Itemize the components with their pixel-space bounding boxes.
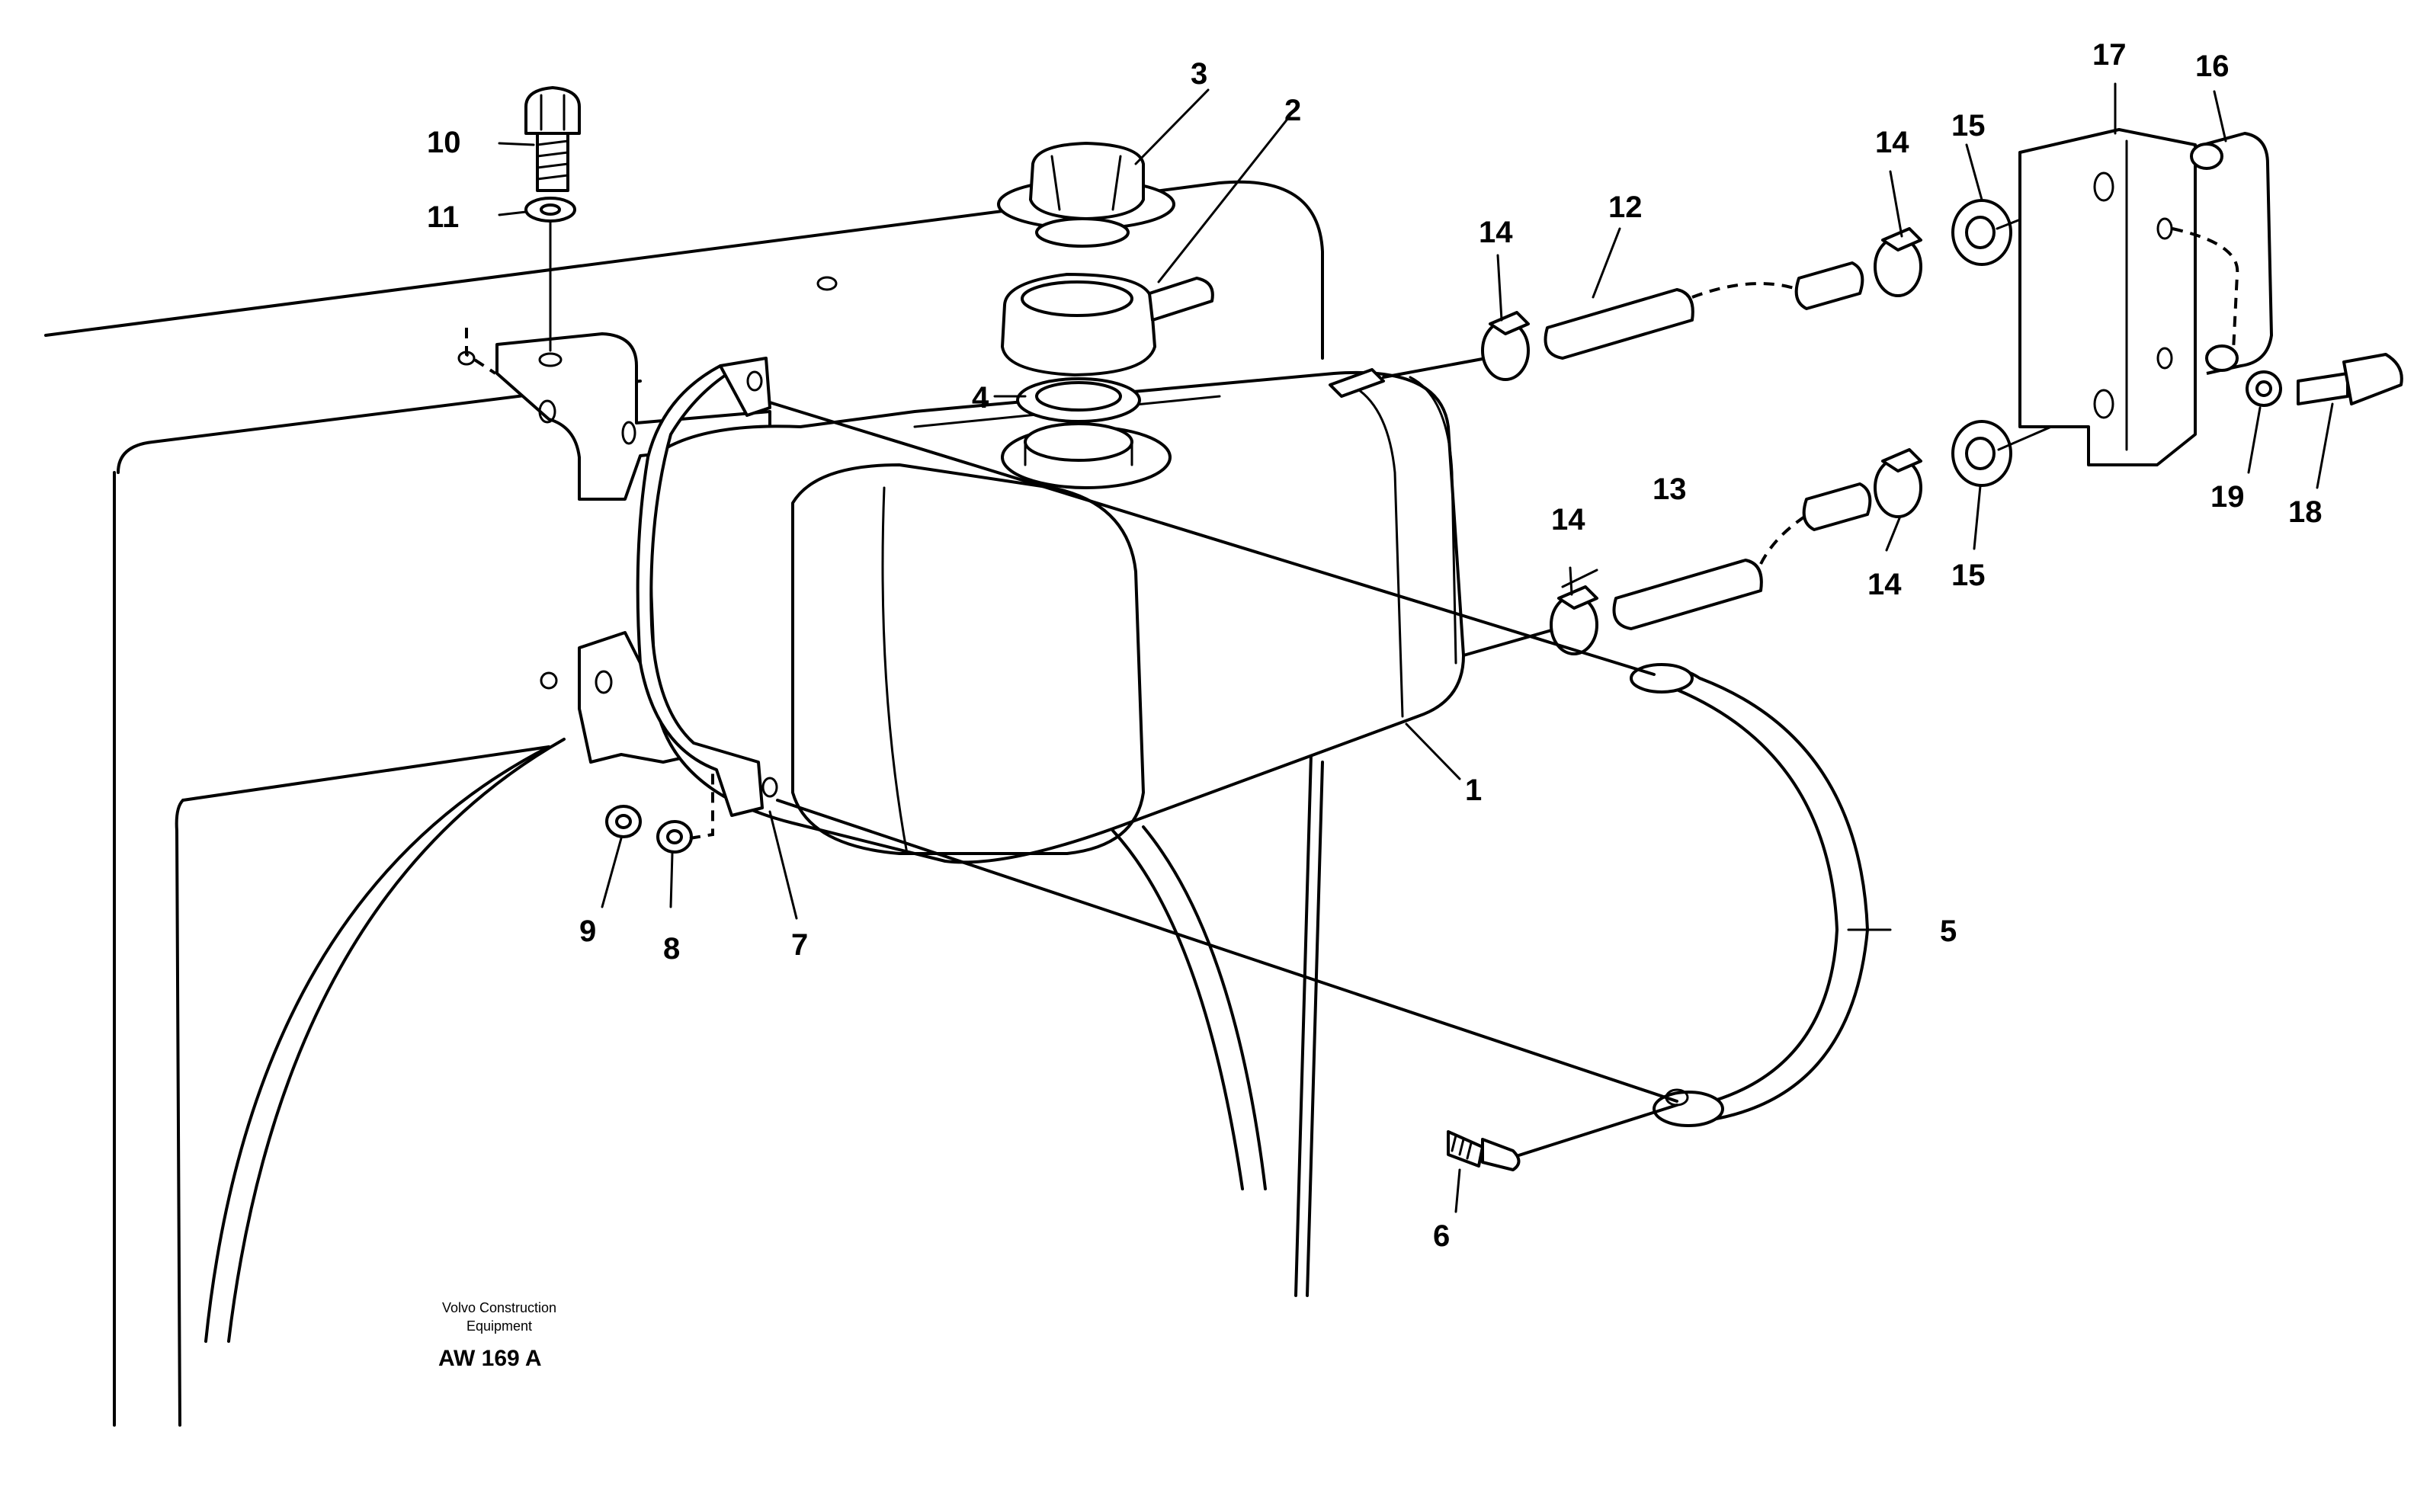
caption-company-line-1: Volvo Construction: [442, 1300, 556, 1315]
callout-1: 1: [1465, 774, 1482, 807]
callout-15-a: 15: [1951, 109, 1986, 143]
filler-cap: [997, 142, 1175, 248]
callout-3: 3: [1191, 57, 1207, 91]
callout-14-c: 14: [1875, 126, 1909, 159]
strap-bracket: [636, 357, 778, 817]
callout-12: 12: [1608, 191, 1643, 224]
bolt-and-washer-top: [465, 86, 581, 375]
callout-6: 6: [1433, 1219, 1450, 1253]
bent-pipe: [2172, 132, 2273, 375]
callout-5: 5: [1940, 915, 1957, 948]
caption-company-line-2: Equipment: [466, 1318, 532, 1334]
lower-hose-assembly: [1550, 448, 1922, 655]
leader-lines: [498, 82, 2334, 1213]
upper-hose-assembly: [1481, 227, 1922, 381]
screw: [1447, 1130, 1521, 1171]
callout-14-b: 14: [1551, 503, 1585, 537]
callout-15-b: 15: [1951, 559, 1986, 592]
upper-bracket: [495, 332, 771, 501]
callout-8: 8: [663, 932, 680, 966]
callout-14-d: 14: [1867, 568, 1902, 601]
callout-labels: 1 2 3 4 5 6 7 8 9 10 11 12 13 14 14 14 1…: [427, 38, 2323, 1253]
tank-pipe-stubs: [1329, 357, 1572, 657]
callout-2: 2: [1284, 94, 1301, 127]
callout-17: 17: [2092, 38, 2127, 72]
side-plate: [2018, 128, 2197, 466]
caption-drawing-code: AW 169 A: [438, 1346, 542, 1371]
callout-10: 10: [427, 126, 461, 159]
callout-4: 4: [972, 381, 989, 415]
filler-strainer: [1001, 273, 1214, 376]
callout-9: 9: [579, 915, 596, 948]
callout-11: 11: [427, 200, 459, 234]
sealing-ring: [1016, 377, 1141, 423]
callout-16: 16: [2195, 50, 2230, 83]
washer-and-nut-left: [605, 770, 714, 854]
callout-19: 19: [2210, 480, 2245, 514]
callout-13: 13: [1653, 472, 1687, 506]
washer-and-bolt-right: [2246, 353, 2403, 407]
callout-7: 7: [791, 928, 808, 962]
expansion-tank: [646, 370, 1465, 864]
callout-14-a: 14: [1479, 216, 1513, 249]
callout-18: 18: [2288, 495, 2323, 529]
clamping-strap: [761, 399, 1869, 1160]
filler-neck: [1001, 422, 1172, 489]
caption: Volvo Construction Equipment AW 169 A: [438, 1300, 556, 1371]
machine-body-outline: [44, 180, 1324, 1427]
